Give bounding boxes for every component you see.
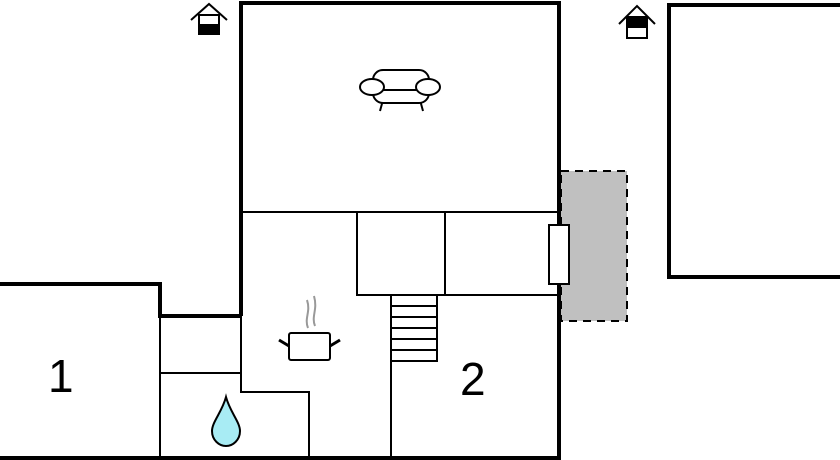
window — [548, 224, 570, 285]
cooking-pot-icon — [278, 295, 341, 361]
sofa-icon — [359, 69, 441, 112]
interior-walls — [159, 211, 560, 458]
room-label-1: 1 — [48, 350, 74, 402]
entrance-icon — [190, 2, 228, 35]
water-drop-icon — [210, 393, 242, 448]
terrace — [560, 170, 628, 322]
stairs-icon — [390, 294, 438, 362]
room-label-2: 2 — [460, 353, 486, 405]
entrance-icon — [618, 4, 656, 39]
